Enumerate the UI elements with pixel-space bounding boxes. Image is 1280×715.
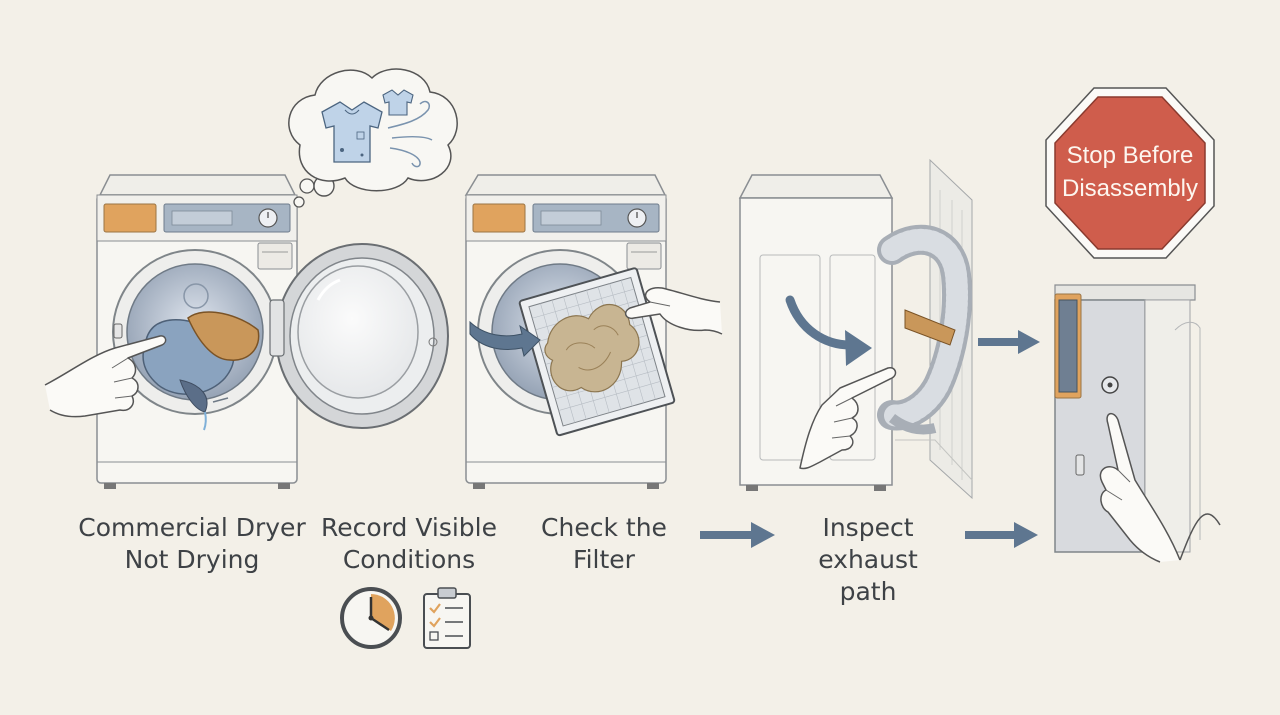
arrow-icon — [978, 330, 1040, 354]
arrow-icon — [965, 522, 1038, 548]
step-4-label: Inspect exhaust path — [818, 513, 918, 606]
arrow-icon — [700, 522, 775, 548]
dryer-1-icon — [96, 174, 298, 489]
step-3-label: Check the Filter — [541, 513, 667, 574]
exhaust-duct-icon — [877, 224, 973, 435]
step-1-label: Commercial Dryer Not Drying — [78, 513, 306, 574]
open-door-icon — [269, 243, 449, 429]
wind-icon — [387, 100, 433, 168]
stop-sign-icon: Stop Before Disassembly — [1045, 87, 1215, 259]
press-hand-icon — [1099, 412, 1221, 563]
stop-sign-line1: Stop Before — [1067, 142, 1194, 169]
thought-bubble-icon — [288, 68, 458, 208]
arrow-icon — [785, 295, 872, 366]
hand-icon — [44, 335, 167, 418]
filter-hand-icon — [624, 286, 723, 335]
step-2-label: Record Visible Conditions — [321, 513, 497, 574]
clock-icon — [340, 587, 402, 649]
inspect-hand-icon — [799, 366, 897, 470]
arrow-icon — [469, 320, 541, 357]
shirt-icon — [321, 101, 383, 163]
clipboard-checklist-icon — [423, 587, 471, 649]
stop-sign-line2: Disassembly — [1062, 175, 1198, 202]
